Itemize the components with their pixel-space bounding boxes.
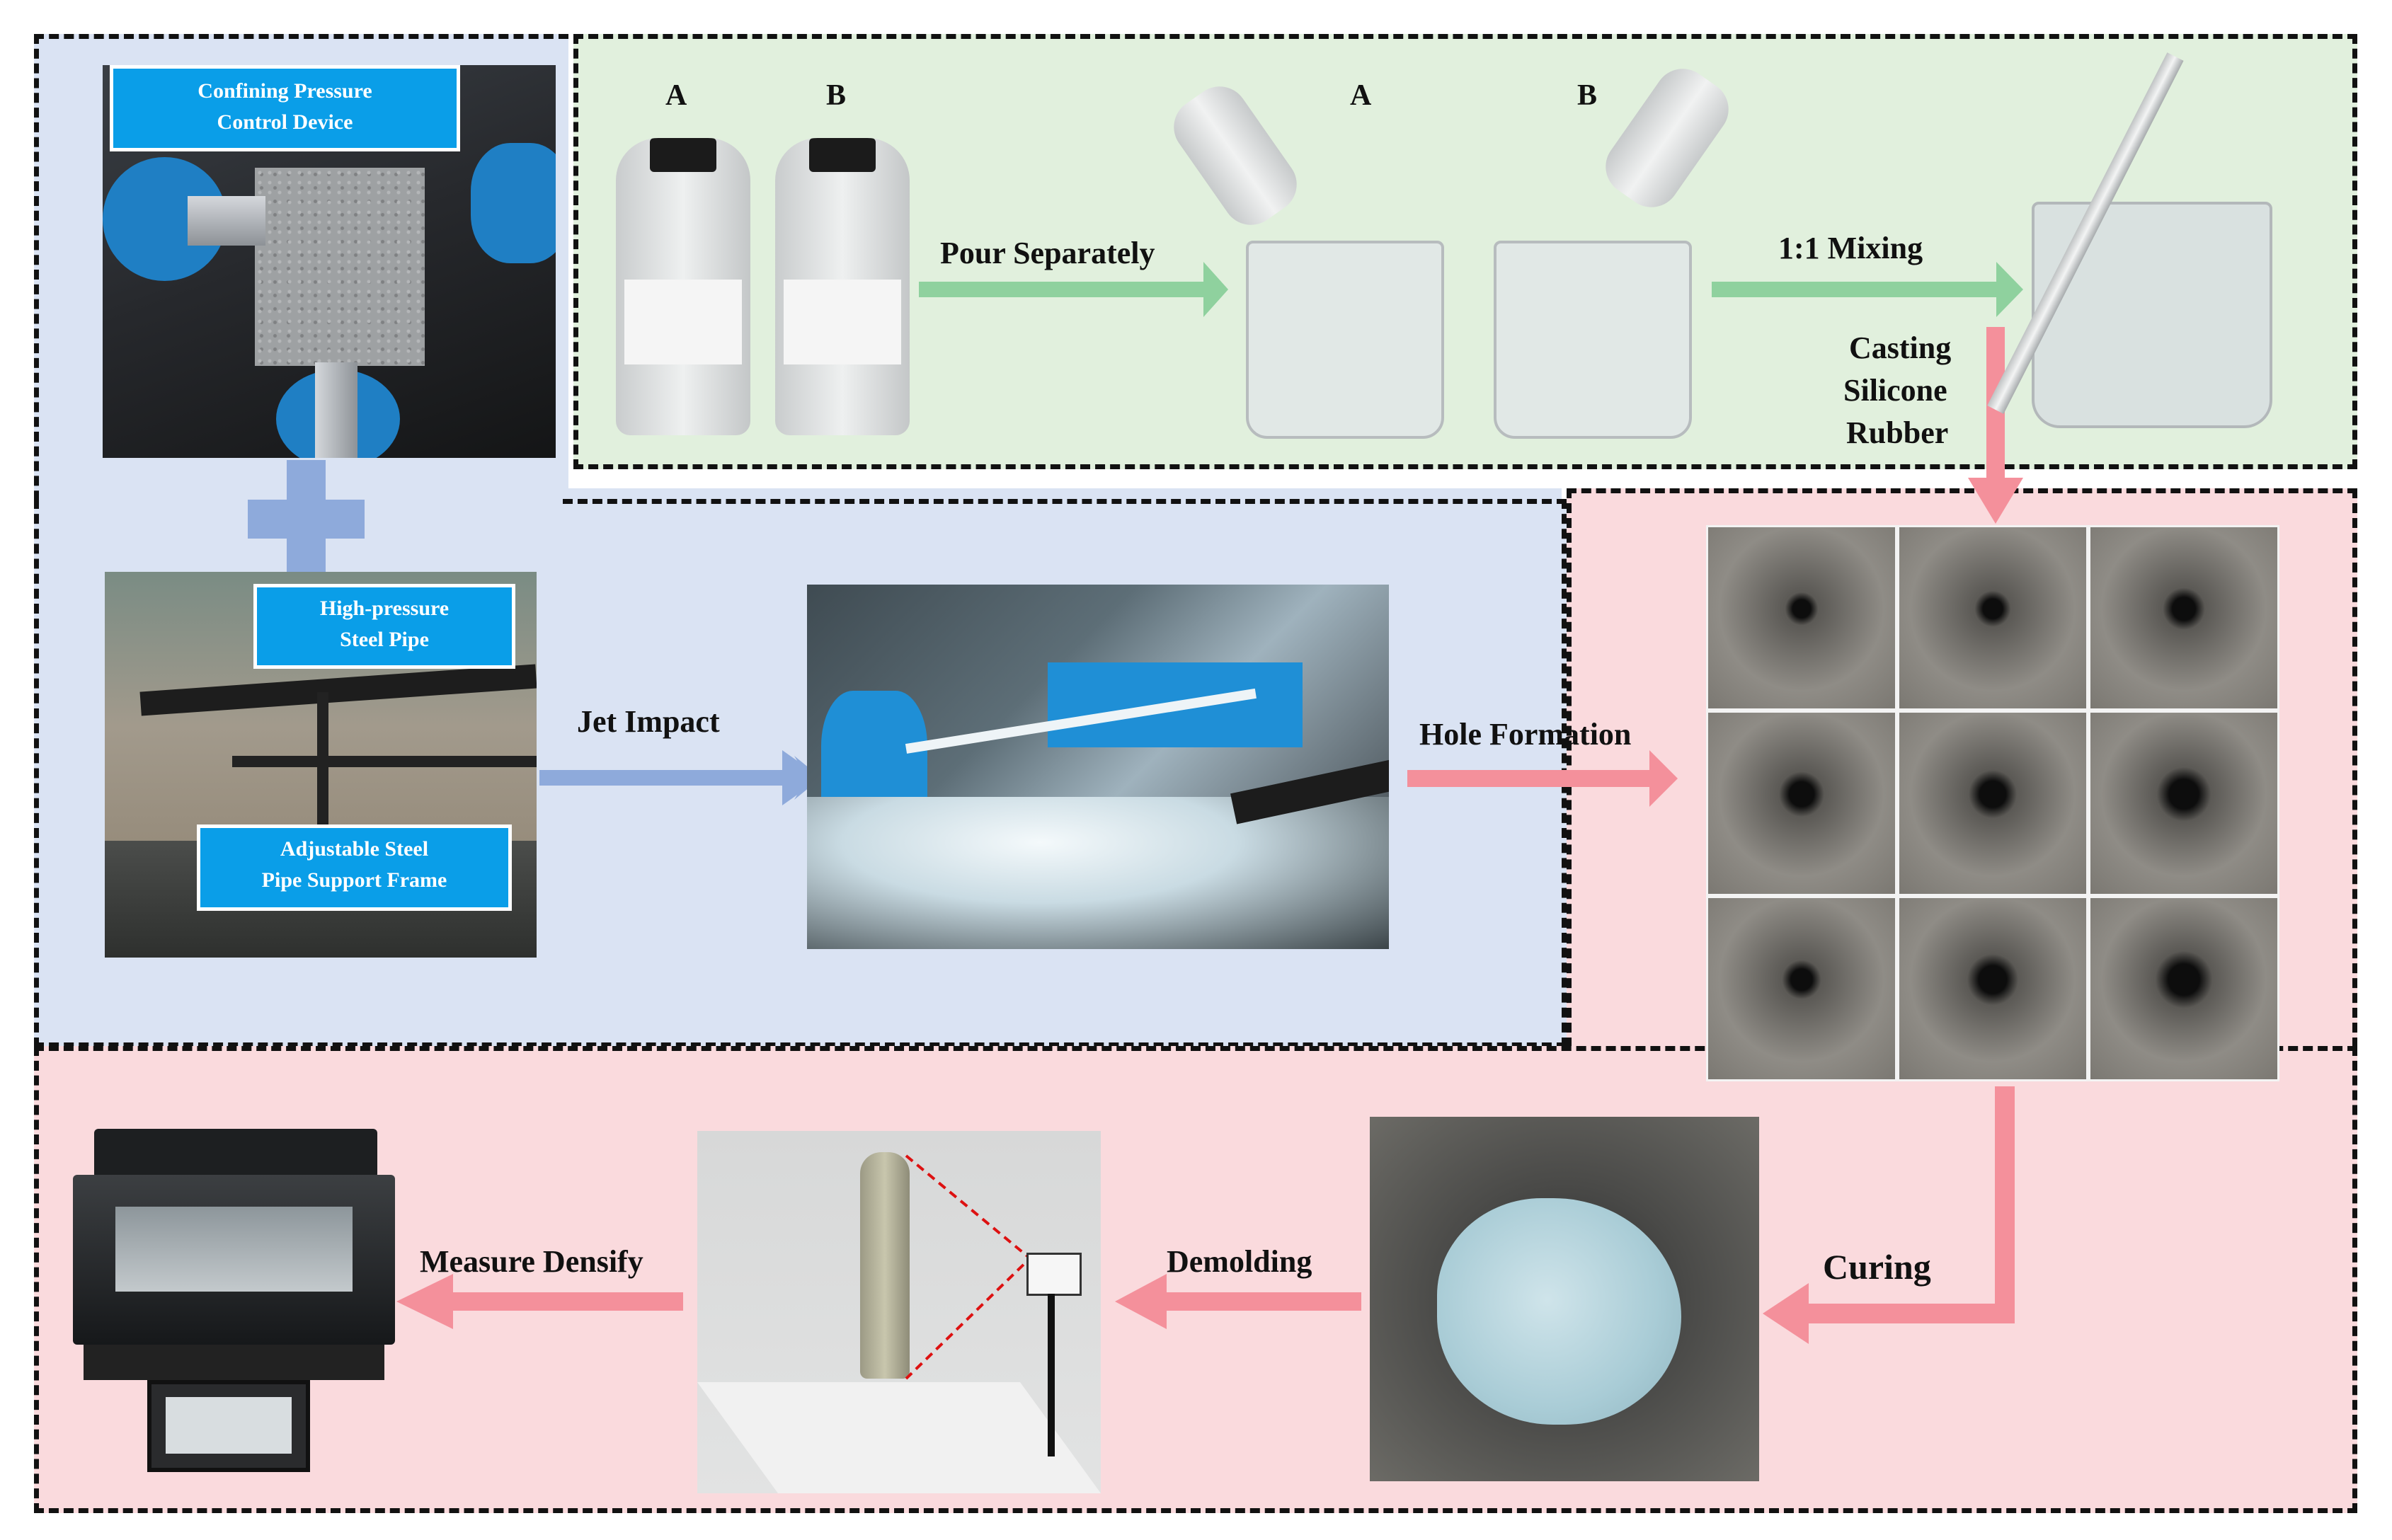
device-panel bbox=[147, 1380, 310, 1472]
steel-rod-bottom bbox=[315, 362, 357, 458]
device-screen bbox=[166, 1397, 292, 1454]
beaker-b bbox=[1494, 241, 1692, 439]
pipe-frame bbox=[232, 756, 537, 767]
frame-tag: Adjustable Steel Pipe Support Frame bbox=[197, 824, 512, 911]
bottle-a-sticker bbox=[624, 280, 742, 364]
hole-photo bbox=[2088, 896, 2279, 1081]
confining-tag-line2: Control Device bbox=[217, 110, 353, 134]
device-base bbox=[84, 1345, 384, 1380]
jet-panel-right-top bbox=[563, 499, 1567, 504]
hole-photo bbox=[2088, 525, 2279, 711]
mixing-arrow bbox=[1712, 262, 2023, 317]
scan-lines bbox=[905, 1154, 1032, 1380]
rock-specimen bbox=[255, 168, 425, 366]
mix-label: 1:1 Mixing bbox=[1778, 231, 1923, 265]
casting-label-3: Rubber bbox=[1846, 415, 1949, 450]
pipe-tag-line2: Steel Pipe bbox=[340, 628, 429, 651]
plus-icon bbox=[248, 460, 365, 577]
mixing-beaker bbox=[2032, 202, 2272, 428]
hole-photo bbox=[2088, 711, 2279, 896]
casting-label-1: Casting bbox=[1849, 331, 1952, 365]
demolding-arrow bbox=[1115, 1274, 1361, 1329]
3d-scanner bbox=[1026, 1253, 1082, 1296]
pipe-frame-leg bbox=[317, 692, 328, 855]
density-device-photo bbox=[73, 1129, 395, 1472]
confining-tag-line1: Confining Pressure bbox=[198, 79, 372, 103]
hole-photo bbox=[1706, 525, 1897, 711]
bottle-b-cap bbox=[809, 138, 876, 172]
measure-panel bbox=[34, 1046, 2357, 1513]
confining-tag: Confining Pressure Control Device bbox=[110, 65, 460, 151]
tripod bbox=[1048, 1294, 1055, 1456]
device-window bbox=[115, 1207, 353, 1292]
frame-tag-line2: Pipe Support Frame bbox=[261, 868, 447, 892]
bottle-b-label: B bbox=[826, 79, 847, 112]
bottle-a-cap bbox=[650, 138, 716, 172]
jet-impact-label: Jet Impact bbox=[577, 704, 720, 739]
hole-photo bbox=[1897, 525, 2088, 711]
hole-photo bbox=[1706, 896, 1897, 1081]
water-splash bbox=[807, 797, 1389, 949]
scan-photo bbox=[697, 1131, 1101, 1493]
hole-photo bbox=[1897, 711, 2088, 896]
measure-arrow bbox=[396, 1274, 683, 1329]
pipe-body bbox=[139, 664, 537, 716]
pour-arrow bbox=[919, 262, 1228, 317]
bottle-a-label: A bbox=[665, 79, 687, 112]
pour-label: Pour Separately bbox=[940, 236, 1155, 270]
bottle-b bbox=[775, 138, 910, 435]
bottle-b-sticker bbox=[784, 280, 901, 364]
cured-silicone-photo bbox=[1370, 1117, 1759, 1481]
beaker-a bbox=[1246, 241, 1444, 439]
curing-arrow bbox=[1763, 1086, 2015, 1344]
beaker-b-label: B bbox=[1577, 79, 1598, 112]
casting-label-2: Silicone bbox=[1843, 373, 1947, 408]
hole-formation-label: Hole Formation bbox=[1419, 717, 1632, 752]
curing-label: Curing bbox=[1823, 1247, 1931, 1287]
device-top bbox=[94, 1129, 377, 1178]
silicone-cast bbox=[860, 1152, 910, 1379]
pipe-tag: High-pressure Steel Pipe bbox=[253, 584, 515, 669]
jet-impact-photo bbox=[807, 585, 1389, 949]
beaker-a-label: A bbox=[1350, 79, 1372, 112]
hole-formation-arrow bbox=[1407, 750, 1678, 807]
pipe-tag-line1: High-pressure bbox=[319, 597, 450, 620]
measure-label: Measure Densify bbox=[420, 1244, 643, 1279]
hole-photo bbox=[1706, 711, 1897, 896]
frame-tag-line1: Adjustable Steel bbox=[280, 837, 429, 861]
blue-flange-right bbox=[471, 143, 556, 263]
bottle-a bbox=[616, 138, 750, 435]
demolding-label: Demolding bbox=[1167, 1244, 1312, 1279]
steel-rod-left bbox=[188, 196, 265, 246]
hole-photo bbox=[1897, 896, 2088, 1081]
silicone-fill bbox=[1437, 1198, 1681, 1425]
jet-impact-arrow bbox=[539, 750, 821, 805]
